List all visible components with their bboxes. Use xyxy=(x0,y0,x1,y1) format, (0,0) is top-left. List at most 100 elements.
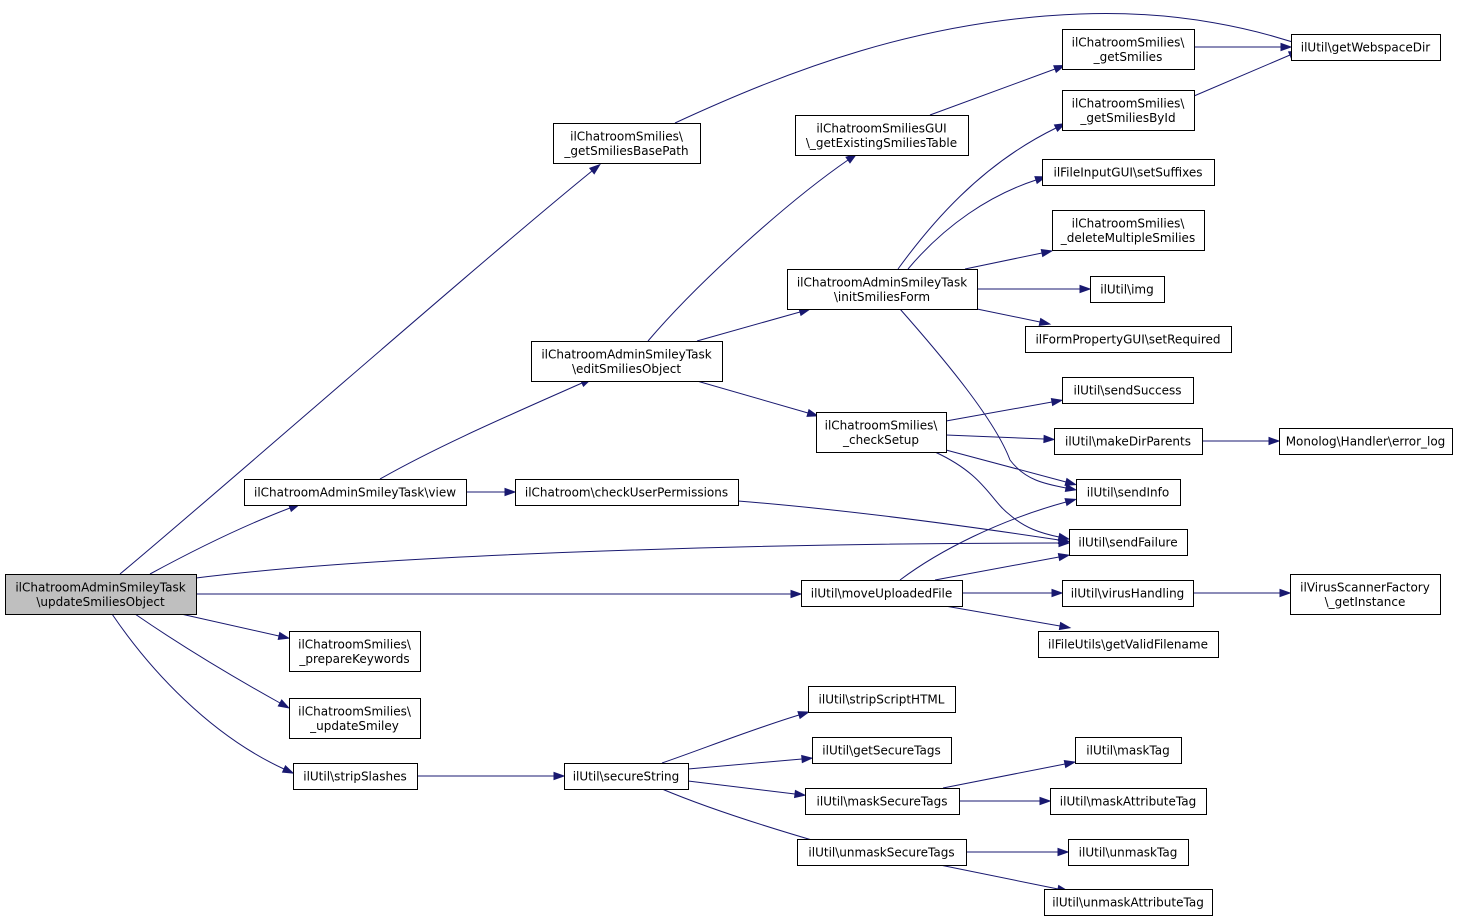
edge-moveUploadedFile-to-virusHandling xyxy=(962,588,1064,598)
node-label: _checkSetup xyxy=(842,433,919,447)
arrowhead-icon xyxy=(806,408,820,417)
node-getWebspaceDir[interactable]: ilUtil\getWebspaceDir xyxy=(1291,34,1441,61)
node-getValidFilename[interactable]: ilFileUtils\getValidFilename xyxy=(1038,631,1219,658)
node-box xyxy=(1025,326,1232,353)
node-root: ilChatroomAdminSmileyTask\updateSmiliesO… xyxy=(5,574,197,615)
node-stripScriptHTML[interactable]: ilUtil\stripScriptHTML xyxy=(808,686,956,713)
node-label: ilUtil\sendInfo xyxy=(1087,486,1169,500)
node-img[interactable]: ilUtil\img xyxy=(1090,276,1165,303)
node-label: \editSmiliesObject xyxy=(572,362,681,376)
edge-root-to-sendFailure xyxy=(195,538,1071,579)
edge-getExistingSmiliesTable-to-getSmilies xyxy=(929,65,1066,116)
edge-line xyxy=(696,380,809,414)
node-maskTag[interactable]: ilUtil\maskTag xyxy=(1075,737,1182,764)
node-box xyxy=(816,412,947,453)
node-label: ilUtil\unmaskTag xyxy=(1079,846,1178,860)
edge-line xyxy=(687,780,796,795)
node-box xyxy=(553,123,701,164)
node-sendFailure[interactable]: ilUtil\sendFailure xyxy=(1069,529,1188,556)
node-label: ilUtil\unmaskAttributeTag xyxy=(1052,896,1204,910)
edge-root-to-stripSlashes xyxy=(111,613,295,774)
node-box xyxy=(1291,34,1441,61)
node-box xyxy=(5,574,197,615)
node-label: _updateSmiley xyxy=(309,719,399,733)
edge-editSmiliesObject-to-getExistingSmiliesTable xyxy=(647,153,858,342)
node-maskSecureTags[interactable]: ilUtil\maskSecureTags xyxy=(805,788,960,815)
node-setRequired[interactable]: ilFormPropertyGUI\setRequired xyxy=(1025,326,1232,353)
edge-line xyxy=(934,451,1060,538)
arrowhead-icon xyxy=(797,711,811,720)
node-label: ilChatroomSmilies\ xyxy=(1072,96,1186,110)
edge-getSmiliesBasePath-to-getWebspaceDir xyxy=(674,13,1321,124)
node-sendInfo[interactable]: ilUtil\sendInfo xyxy=(1076,479,1181,506)
node-label: ilChatroomSmiliesGUI xyxy=(816,121,946,135)
arrowhead-icon xyxy=(1057,535,1071,545)
node-label: ilChatroomAdminSmileyTask\view xyxy=(254,486,456,500)
edge-line xyxy=(1193,54,1291,97)
node-initSmiliesForm[interactable]: ilChatroomAdminSmileyTask\initSmiliesFor… xyxy=(787,269,978,310)
node-getExistingSmiliesTable[interactable]: ilChatroomSmiliesGUI\_getExistingSmilies… xyxy=(795,115,969,156)
edge-editSmiliesObject-to-initSmiliesForm xyxy=(696,308,812,342)
node-view[interactable]: ilChatroomAdminSmileyTask\view xyxy=(244,479,467,506)
node-label: ilUtil\sendFailure xyxy=(1078,536,1177,550)
arrowhead-icon xyxy=(1038,317,1052,327)
node-box xyxy=(1075,737,1182,764)
node-label: ilUtil\makeDirParents xyxy=(1065,435,1191,449)
node-getSmilies[interactable]: ilChatroomSmilies\_getSmilies xyxy=(1062,29,1195,70)
node-label: ilChatroomSmilies\ xyxy=(825,418,939,432)
node-label: ilUtil\moveUploadedFile xyxy=(811,587,953,601)
node-prepareKeywords[interactable]: ilChatroomSmilies\_prepareKeywords xyxy=(289,631,421,672)
node-label: \updateSmiliesObject xyxy=(36,595,165,609)
edge-line xyxy=(934,556,1060,581)
edge-checkSetup-to-sendSuccess xyxy=(945,397,1064,422)
node-getSmiliesBasePath[interactable]: ilChatroomSmilies\_getSmiliesBasePath xyxy=(553,123,701,164)
node-label: ilUtil\unmaskSecureTags xyxy=(808,846,954,860)
edge-moveUploadedFile-to-sendInfo xyxy=(899,498,1078,581)
node-label: ilVirusScannerFactory xyxy=(1300,580,1430,594)
node-box xyxy=(1076,479,1181,506)
node-virusHandling[interactable]: ilUtil\virusHandling xyxy=(1062,580,1194,607)
node-stripSlashes[interactable]: ilUtil\stripSlashes xyxy=(293,763,418,790)
node-getSmiliesById[interactable]: ilChatroomSmilies\_getSmiliesById xyxy=(1062,90,1195,131)
node-sendSuccess[interactable]: ilUtil\sendSuccess xyxy=(1062,377,1194,404)
node-checkUserPermissions[interactable]: ilChatroom\checkUserPermissions xyxy=(515,479,739,506)
edge-line xyxy=(944,605,1061,627)
node-label: ilChatroomSmilies\ xyxy=(1072,216,1186,230)
node-makeDirParents[interactable]: ilUtil\makeDirParents xyxy=(1054,428,1203,455)
node-unmaskAttributeTag[interactable]: ilUtil\unmaskAttributeTag xyxy=(1044,889,1213,916)
node-editSmiliesObject[interactable]: ilChatroomAdminSmileyTask\editSmiliesObj… xyxy=(531,341,723,382)
node-deleteMultipleSmilies[interactable]: ilChatroomSmilies\_deleteMultipleSmilies xyxy=(1052,210,1205,251)
edge-checkSetup-to-sendInfo xyxy=(945,449,1078,486)
arrowhead-icon xyxy=(1280,42,1293,52)
edge-line xyxy=(647,159,849,342)
node-checkSetup[interactable]: ilChatroomSmilies\_checkSetup xyxy=(816,412,947,453)
node-secureString[interactable]: ilUtil\secureString xyxy=(564,763,689,790)
edge-view-to-editSmiliesObject xyxy=(379,378,593,480)
node-box xyxy=(808,686,956,713)
node-unmaskSecureTags[interactable]: ilUtil\unmaskSecureTags xyxy=(797,839,967,866)
edge-secureString-to-getSecureTags xyxy=(687,754,814,770)
node-unmaskTag[interactable]: ilUtil\unmaskTag xyxy=(1068,839,1189,866)
call-graph-nodes: ilChatroomAdminSmileyTask\updateSmiliesO… xyxy=(5,29,1453,916)
node-setSuffixes[interactable]: ilFileInputGUI\setSuffixes xyxy=(1042,159,1215,186)
edge-line xyxy=(674,13,1311,124)
edge-initSmiliesForm-to-setRequired xyxy=(976,308,1052,327)
arrowhead-icon xyxy=(1279,588,1292,598)
node-label: ilChatroomSmilies\ xyxy=(298,637,412,651)
edge-getSmilies-to-getWebspaceDir xyxy=(1194,42,1293,52)
edge-maskSecureTags-to-maskAttributeTag xyxy=(959,796,1052,806)
node-label: ilUtil\maskAttributeTag xyxy=(1060,795,1196,809)
node-label: _getSmiliesById xyxy=(1079,111,1175,125)
edge-root-to-updateSmiley xyxy=(134,613,291,709)
node-moveUploadedFile[interactable]: ilUtil\moveUploadedFile xyxy=(801,580,963,607)
node-box xyxy=(797,839,967,866)
node-errorLog[interactable]: Monolog\Handler\error_log xyxy=(1279,428,1453,455)
node-box xyxy=(795,115,969,156)
node-getSecureTags[interactable]: ilUtil\getSecureTags xyxy=(812,737,952,764)
edge-line xyxy=(964,252,1043,270)
node-maskAttributeTag[interactable]: ilUtil\maskAttributeTag xyxy=(1050,788,1207,815)
node-updateSmiley[interactable]: ilChatroomSmilies\_updateSmiley xyxy=(289,698,421,739)
node-virusScannerGetInstance[interactable]: ilVirusScannerFactory\_getInstance xyxy=(1290,574,1441,615)
node-box xyxy=(515,479,739,506)
arrowhead-icon xyxy=(1057,847,1070,857)
